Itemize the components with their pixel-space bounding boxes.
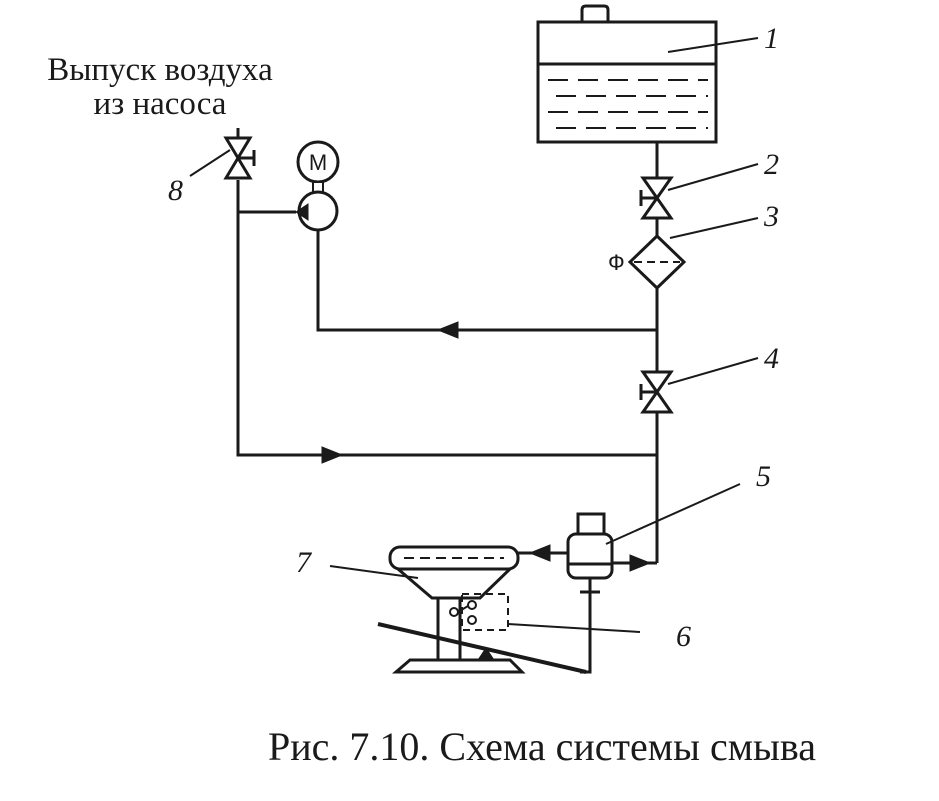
flow-arrow [629, 554, 652, 572]
item-number-3: 3 [763, 200, 779, 233]
leader-line-6 [507, 623, 641, 633]
switch-lever [457, 605, 469, 613]
solenoid-coil [576, 512, 606, 536]
valve-body [223, 136, 253, 161]
valve-body [640, 195, 674, 220]
bowl-body [393, 567, 514, 600]
bowl-base [391, 658, 526, 674]
valve-body [223, 155, 253, 180]
flow-arrow [436, 321, 459, 339]
item-number-4: 4 [764, 342, 779, 375]
switch-contact [449, 607, 459, 617]
air-release-label: Выпуск воздуха из насоса [47, 52, 273, 122]
valve-housing [566, 532, 614, 580]
item-number-5: 5 [756, 460, 771, 493]
filter-symbol: Ф [608, 250, 625, 275]
motor-symbol: М [309, 150, 327, 175]
toilet-bowl [388, 545, 526, 674]
valve-body [640, 389, 674, 414]
item-number-7: 7 [296, 546, 313, 579]
leader-line-7 [329, 565, 419, 579]
flow-arrows [321, 321, 652, 572]
flow-arrow [321, 446, 344, 464]
flow-arrow [528, 544, 551, 562]
leader-lines [189, 37, 759, 633]
water-tank [536, 4, 718, 144]
air-release-label-line1: Выпуск воздуха [47, 52, 273, 88]
pipelines [236, 128, 659, 565]
leader-line-4 [667, 357, 759, 385]
flush-switch [377, 593, 587, 674]
filter: Ф [608, 233, 687, 291]
pump-suction-pipe [316, 230, 657, 332]
switch-contact [467, 615, 477, 625]
filter-body [627, 233, 687, 291]
pedal-pivot [477, 647, 495, 661]
shutoff-valve-4 [639, 370, 674, 414]
shutoff-valve-2 [639, 176, 674, 220]
solenoid-valve [566, 512, 614, 674]
figure-caption: Рис. 7.10. Схема системы смыва [268, 724, 816, 769]
leader-line-3 [669, 217, 759, 239]
control-wire [580, 592, 592, 674]
leader-line-1 [667, 37, 759, 53]
air-release-label-line2: из насоса [94, 86, 227, 122]
leader-line-8 [189, 149, 231, 177]
flush-pedal [377, 622, 587, 674]
tank-body [536, 20, 718, 144]
leader-line-5 [605, 483, 741, 545]
valve-body [640, 176, 674, 201]
air-release-valve [223, 136, 256, 180]
switch-contact [467, 600, 477, 610]
pump-outlet-marker [295, 203, 309, 221]
pump-return-pipe [236, 180, 657, 457]
tank-cap [580, 4, 610, 22]
item-number-2: 2 [764, 148, 779, 181]
item-number-1: 1 [764, 22, 779, 55]
switch-housing [461, 593, 509, 631]
valve-body [640, 370, 674, 395]
item-number-8: 8 [168, 174, 183, 207]
item-number-6: 6 [676, 620, 691, 653]
leader-line-2 [667, 163, 759, 191]
item-numbers: 1 2 3 4 5 6 7 8 [168, 22, 779, 653]
pump-assembly: М [295, 140, 340, 232]
